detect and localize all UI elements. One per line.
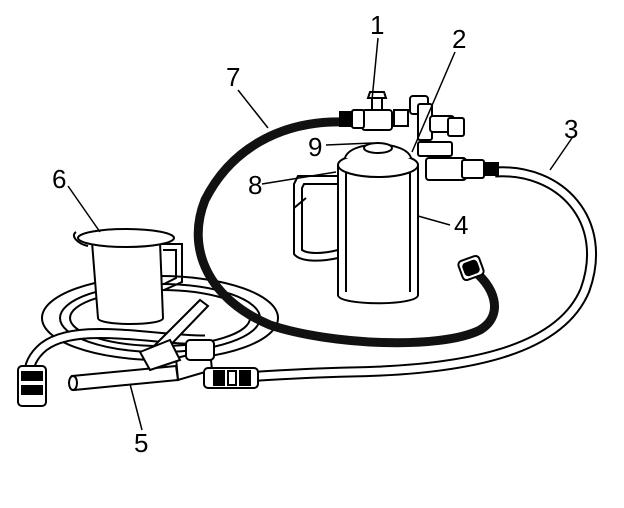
callout-4: 4 xyxy=(454,210,468,240)
callout-9: 9 xyxy=(308,132,322,162)
callout-6: 6 xyxy=(52,164,66,194)
clear-hose-connector-left xyxy=(17,365,47,407)
callout-numbers: 1 2 3 4 5 6 7 8 9 xyxy=(52,10,578,458)
callout-5: 5 xyxy=(134,428,148,458)
black-hose-end-fitting xyxy=(457,254,485,282)
callout-7: 7 xyxy=(226,62,240,92)
callout-1: 1 xyxy=(370,10,384,40)
pressure-tank xyxy=(293,142,419,305)
clear-hose-connector-right xyxy=(203,367,259,389)
black-supply-hose xyxy=(193,117,499,348)
leader-lines xyxy=(67,37,573,431)
callout-3: 3 xyxy=(564,114,578,144)
callout-2: 2 xyxy=(452,24,466,54)
measuring-pitcher xyxy=(72,228,183,325)
callout-8: 8 xyxy=(248,170,262,200)
